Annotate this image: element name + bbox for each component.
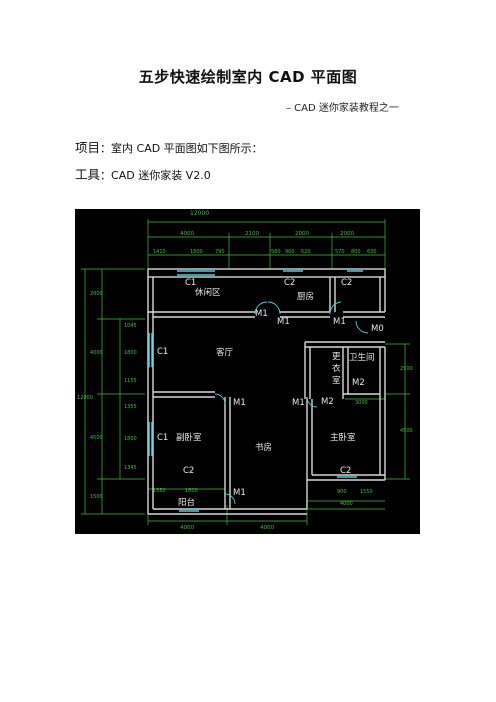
tag-m1-d: M1	[233, 398, 246, 408]
tag-c2-right: C2	[341, 278, 352, 288]
dim-bot-sub-4: 1550	[360, 489, 373, 495]
tag-m2-b: M2	[321, 397, 334, 407]
dim-total-top: 12000	[190, 210, 209, 217]
room-dressing-2: 衣	[332, 363, 341, 374]
dim-left-2: 4000	[90, 350, 103, 356]
tool-label: 工具	[75, 167, 101, 182]
room-second-bedroom: 副卧室	[176, 432, 202, 443]
dim-sub-5: 900	[285, 249, 295, 255]
project-label: 项目	[75, 140, 101, 155]
dim-sub-7: 570	[335, 249, 345, 255]
tag-c2-bottom-left: C2	[183, 466, 194, 476]
dim-left-4: 1500	[90, 494, 103, 500]
room-study: 书房	[255, 442, 272, 453]
tag-m1-a: M1	[255, 309, 268, 319]
dim-top-2: 2100	[245, 231, 259, 237]
dim-bot-sub-3: 900	[337, 489, 347, 495]
room-balcony: 阳台	[178, 497, 195, 508]
dim-left-3: 4500	[90, 435, 103, 441]
dim-sub-8: 800	[351, 249, 361, 255]
dim-top-4: 2000	[340, 231, 354, 237]
tool-line: 工具：CAD 迷你家装 V2.0	[75, 164, 211, 183]
dim-left-1: 2000	[90, 291, 103, 297]
doors	[214, 301, 369, 505]
room-bathroom: 卫生间	[349, 352, 375, 363]
tag-c1-living: C1	[157, 347, 168, 357]
tag-m2-a: M2	[352, 378, 365, 388]
tag-m1-b: M1	[277, 317, 290, 327]
dim-sub-1: 1410	[153, 249, 166, 255]
dim-inner-4: 1355	[124, 404, 137, 410]
tag-m0: M0	[371, 324, 384, 334]
dim-top-1: 4000	[180, 231, 194, 237]
dim-right-3: 3000	[355, 400, 368, 406]
tool-text: ：CAD 迷你家装 V2.0	[100, 169, 211, 182]
document-subtitle: – CAD 迷你家装教程之一	[286, 103, 399, 114]
room-leisure: 休闲区	[195, 287, 221, 298]
dim-right-1: 2500	[400, 366, 413, 372]
plan-labels: 12000 4000 2100 2000 2000 1410 1800 790 …	[77, 210, 413, 531]
dim-sub-4: 580	[271, 249, 281, 255]
project-line: 项目：室内 CAD 平面图如下图所示：	[75, 137, 263, 156]
dim-left-total: 12000	[77, 395, 93, 401]
dim-bottom-1: 4000	[180, 525, 194, 531]
tag-m1-c: M1	[333, 317, 346, 327]
dim-sub-2: 1800	[190, 249, 203, 255]
project-text: ：室内 CAD 平面图如下图所示：	[100, 142, 263, 155]
dim-right-2: 4500	[400, 428, 413, 434]
room-master-bedroom: 主卧室	[330, 432, 356, 443]
dim-inner-2: 1800	[124, 350, 137, 356]
tag-c2-kitchen: C2	[284, 278, 295, 288]
walls	[147, 268, 386, 515]
dim-inner-1: 1045	[124, 323, 137, 329]
tag-c1-bedroom: C1	[157, 433, 168, 443]
dim-inner-5: 1800	[124, 436, 137, 442]
tag-c2-bottom-right: C2	[340, 466, 351, 476]
tag-m1-f: M1	[233, 488, 246, 498]
dimension-lines	[81, 219, 410, 525]
dim-inner-6: 1345	[124, 465, 137, 471]
tag-m1-e: M1	[292, 398, 305, 408]
document-title: 五步快速绘制室内 CAD 平面图	[138, 68, 358, 86]
room-dressing-3: 室	[332, 375, 341, 386]
dim-sub-9: 630	[367, 249, 377, 255]
dim-bot-sub-1: 1550	[153, 488, 166, 494]
cad-floorplan: 12000 4000 2100 2000 2000 1410 1800 790 …	[75, 209, 420, 534]
dim-top-3: 2000	[295, 231, 309, 237]
windows	[148, 270, 363, 512]
tag-c1-top: C1	[185, 278, 196, 288]
dim-inner-3: 1155	[124, 378, 137, 384]
dim-bot-right: 4000	[340, 501, 353, 507]
room-living: 客厅	[216, 347, 234, 358]
dim-bottom-2: 4000	[260, 525, 274, 531]
dim-bot-sub-2: 1800	[185, 488, 198, 494]
dim-sub-3: 790	[215, 249, 225, 255]
room-kitchen: 厨房	[297, 291, 314, 302]
dim-sub-6: 620	[301, 249, 311, 255]
room-dressing-1: 更	[332, 352, 341, 362]
